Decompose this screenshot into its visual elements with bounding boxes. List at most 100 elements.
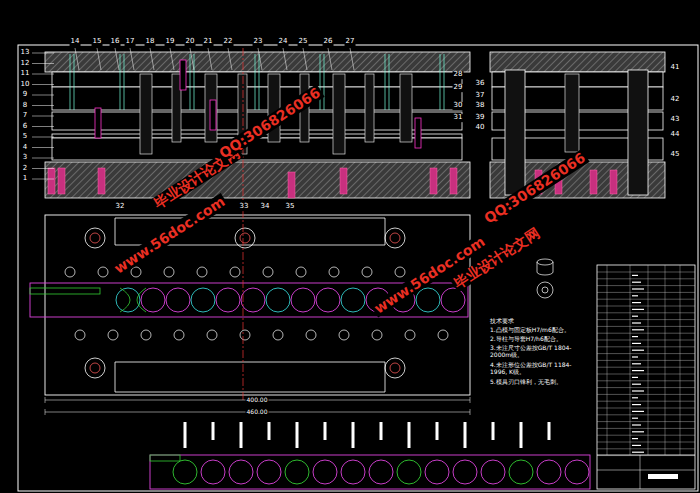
table-entry — [632, 329, 644, 330]
watermark: www.56doc.com — [110, 193, 229, 278]
leader-line — [350, 48, 354, 70]
callout-number: 32 — [115, 203, 126, 211]
guide-hole — [390, 233, 400, 243]
leader-line — [32, 95, 54, 96]
screw — [194, 54, 195, 110]
callout-number: 28 — [453, 71, 464, 79]
guide-hole — [240, 233, 250, 243]
table-row — [597, 387, 695, 388]
guide-hole — [90, 363, 100, 373]
blank-circle — [425, 460, 449, 484]
table-row — [597, 435, 695, 436]
blank-circle — [173, 460, 197, 484]
table-row — [597, 394, 695, 395]
table-entry — [632, 322, 641, 323]
blank-circle — [509, 460, 533, 484]
screw-hole — [108, 330, 118, 340]
front-view — [45, 48, 470, 200]
callout-number: 10 — [20, 81, 31, 89]
screw-hole — [263, 267, 273, 277]
blank-circle — [229, 460, 253, 484]
part-plan — [542, 287, 548, 293]
table-row — [597, 312, 695, 313]
blank-circle — [316, 288, 340, 312]
note-text: 2.导柱与导套H7/h6配合。 — [490, 336, 588, 343]
leader-line — [32, 179, 54, 180]
leader-line — [190, 48, 194, 70]
table-row — [597, 326, 695, 327]
callout-number: 25 — [298, 38, 309, 46]
blank-circle — [397, 460, 421, 484]
blank-circle — [416, 288, 440, 312]
lower-die-seat — [45, 215, 470, 395]
watermark: QQ:306826066 — [480, 149, 590, 228]
note-text: 5.模具刃口锋利，无毛刺。 — [490, 379, 588, 386]
table-row — [597, 319, 695, 320]
leader-line — [228, 48, 232, 70]
spring — [48, 168, 55, 194]
screw-hole — [306, 330, 316, 340]
table-row — [597, 374, 695, 375]
pin — [180, 60, 186, 90]
callout-number: 33 — [239, 203, 250, 211]
table-entry — [632, 343, 641, 344]
table-entry — [632, 438, 638, 439]
callout-number: 43 — [670, 116, 681, 124]
screw-hole — [329, 267, 339, 277]
leader-line — [32, 63, 54, 64]
screw — [255, 54, 256, 110]
table-entry — [632, 356, 638, 357]
leader-line — [150, 48, 154, 70]
guide-hole — [385, 228, 405, 248]
callout-number: 7 — [22, 112, 28, 120]
title-block-line — [640, 455, 641, 489]
table-entry — [632, 363, 641, 364]
screw-hole — [395, 267, 405, 277]
table-row — [597, 428, 695, 429]
strip-layout — [150, 422, 590, 489]
punch — [205, 74, 217, 142]
blank-circle — [166, 288, 190, 312]
callout-number: 22 — [223, 38, 234, 46]
leader-line — [32, 105, 54, 106]
table-column — [665, 265, 666, 455]
pin — [415, 118, 421, 148]
screw — [259, 54, 260, 110]
table-entry — [632, 288, 644, 289]
guide-hole — [235, 228, 255, 248]
spring — [450, 168, 457, 194]
screw-hole — [273, 330, 283, 340]
table-entry — [632, 445, 641, 446]
blank-circle — [285, 460, 309, 484]
callout-number: 31 — [453, 114, 464, 122]
leader-line — [328, 48, 332, 70]
blank-circle — [116, 288, 140, 312]
plan-view — [30, 210, 470, 415]
center-line — [243, 210, 244, 400]
drawing-frame — [18, 45, 698, 491]
callout-number: 8 — [22, 102, 28, 110]
table-row — [597, 401, 695, 402]
screw — [320, 54, 321, 110]
dimension-tick — [45, 409, 46, 415]
leader-line — [32, 147, 54, 148]
spring — [340, 168, 347, 194]
callout-number: 6 — [22, 123, 28, 131]
punch-section — [324, 422, 327, 440]
spring — [430, 168, 437, 194]
blank-circle — [453, 460, 477, 484]
table-entry — [632, 411, 644, 412]
punch-section — [548, 422, 551, 440]
screw — [324, 54, 325, 110]
screw-hole — [230, 267, 240, 277]
table-column — [680, 265, 681, 455]
die-plate — [45, 52, 470, 72]
table-entry — [632, 390, 644, 391]
screw-hole — [98, 267, 108, 277]
callout-number: 42 — [670, 96, 681, 104]
leader-line — [32, 126, 54, 127]
leader-line — [130, 48, 134, 70]
screw — [389, 54, 390, 110]
callout-number: 23 — [253, 38, 264, 46]
dimension-tick — [470, 409, 471, 415]
